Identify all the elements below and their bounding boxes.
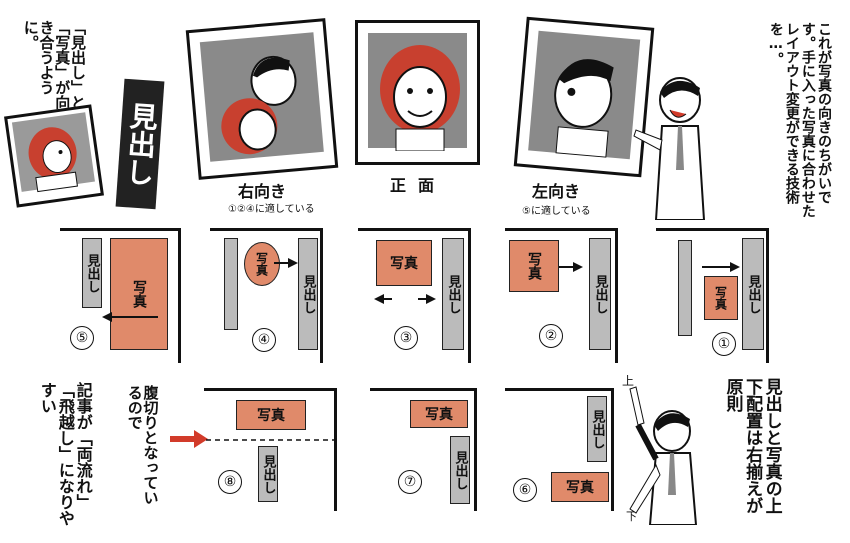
pointing-man-icon: [629, 386, 698, 525]
top-left-photo-frame: [4, 104, 104, 208]
big-midashi-label: 見出し: [115, 78, 165, 210]
front-facing-portrait: [355, 20, 480, 165]
layout-1: 写真 見出し ①: [656, 228, 776, 368]
top-left-note: 「見出し」と「写真」が向き合うように。: [21, 20, 87, 110]
layout-7: 写真 見出し ⑦: [370, 388, 480, 518]
right-facing-note: ①②④に適している: [228, 204, 315, 215]
layout-number: ⑦: [398, 470, 422, 494]
left-facing-note: ⑤に適している: [522, 206, 591, 217]
front-facing-caption: 正面: [390, 176, 447, 195]
layout-5: 見出し 写真 ⑤: [60, 228, 181, 368]
red-arrow-icon: [170, 430, 208, 448]
layout-2: 写真 見出し ②: [505, 228, 625, 368]
man-left-portrait-icon: [554, 59, 614, 158]
woman-portrait-icon: [11, 112, 95, 193]
layout-number: ⑥: [513, 478, 537, 502]
couple-portrait-icon: [221, 55, 297, 155]
arrow-both-icon: [374, 294, 436, 304]
dashed-rule: [206, 439, 334, 441]
bottom-left-note-b: 記事が「両流れ」「飛越し」になりやすい: [37, 382, 93, 526]
layout-number: ⑤: [70, 326, 94, 350]
layout-8: 写真 見出し ⑧: [170, 388, 340, 518]
up-label: 上: [622, 374, 635, 388]
right-facing-caption: 右向き: [238, 182, 287, 201]
layout-number: ①: [712, 332, 736, 356]
top-right-note: これが写真の向きのちがいです。手に入った写真に合わせたレイアウト変更ができる技術…: [767, 22, 832, 218]
arrow-left-icon: [102, 312, 158, 322]
left-facing-caption: 左向き: [532, 182, 581, 201]
presenter-man-icon: [633, 77, 706, 220]
woman-front-portrait-icon: [380, 45, 460, 151]
right-facing-portrait: [185, 18, 339, 180]
arrow-right-icon: [274, 258, 298, 268]
layout-number: ②: [539, 324, 563, 348]
layout-6: 見出し 写真 ⑥: [505, 388, 617, 518]
layout-number: ④: [252, 328, 276, 352]
arrow-right-icon: [702, 262, 740, 272]
layout-3: 写真 見出し ③: [358, 228, 478, 368]
left-facing-portrait: [513, 16, 655, 178]
bottom-left-note-a: 腹切りとなっているので: [125, 385, 160, 505]
down-label: 下: [626, 510, 637, 523]
bottom-right-note: 見出しと写真の上下配置は右揃えが原則: [722, 378, 782, 514]
layout-number: ③: [394, 326, 418, 350]
arrow-right-icon: [559, 262, 583, 272]
layout-number: ⑧: [218, 470, 242, 494]
layout-4: 写真 見出し ④: [210, 228, 330, 368]
